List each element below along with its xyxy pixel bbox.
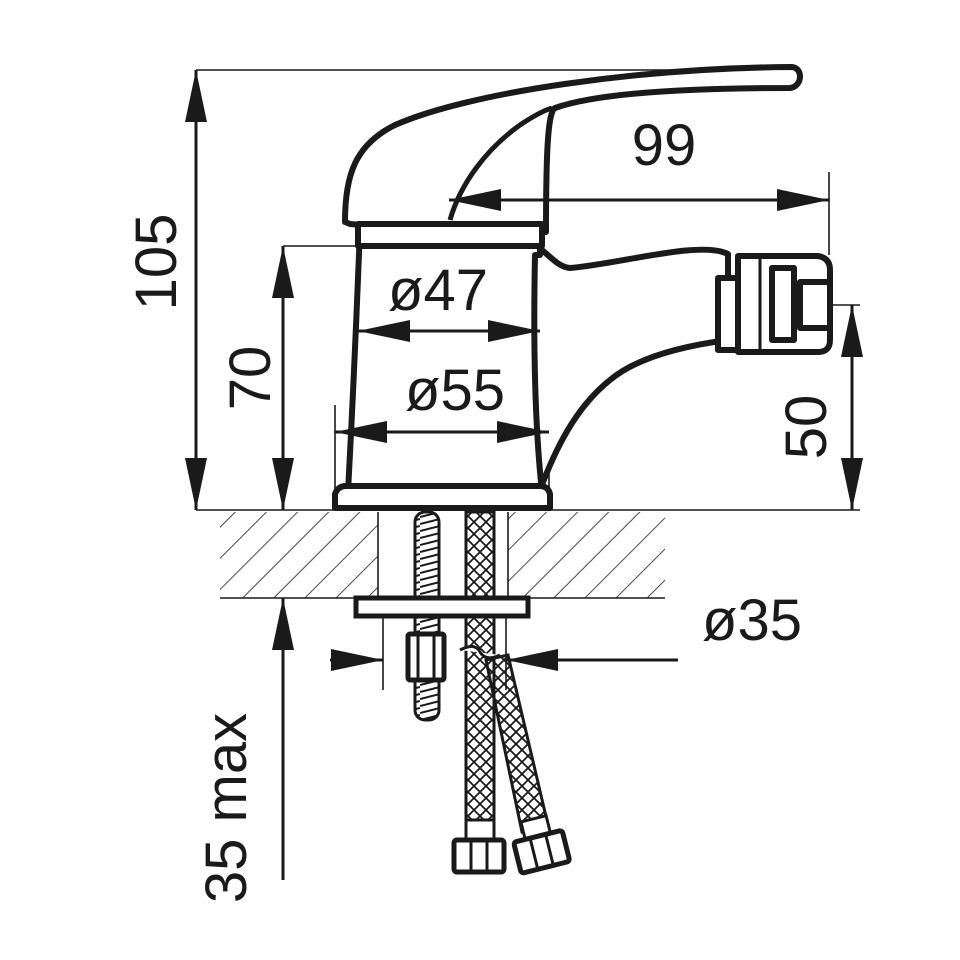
lever-handle	[342, 64, 803, 235]
countertop-section	[220, 512, 665, 599]
base-flange	[332, 483, 553, 511]
mounting-plate	[353, 595, 531, 683]
dimension-labels: 105 70 50 35 max 99 ø47 ø55 ø35	[124, 113, 839, 903]
label-diameter-55: ø55	[405, 358, 505, 423]
spout	[517, 235, 731, 493]
label-diameter-35: ø35	[702, 588, 802, 653]
label-105: 105	[124, 214, 189, 311]
label-50: 50	[774, 395, 839, 460]
label-99: 99	[632, 113, 697, 178]
faucet-body	[332, 64, 833, 511]
label-35-max: 35 max	[194, 713, 259, 903]
label-70: 70	[218, 346, 283, 411]
dimension-lines	[185, 70, 863, 880]
aerator-nozzle	[715, 253, 833, 355]
label-diameter-47: ø47	[388, 258, 488, 323]
